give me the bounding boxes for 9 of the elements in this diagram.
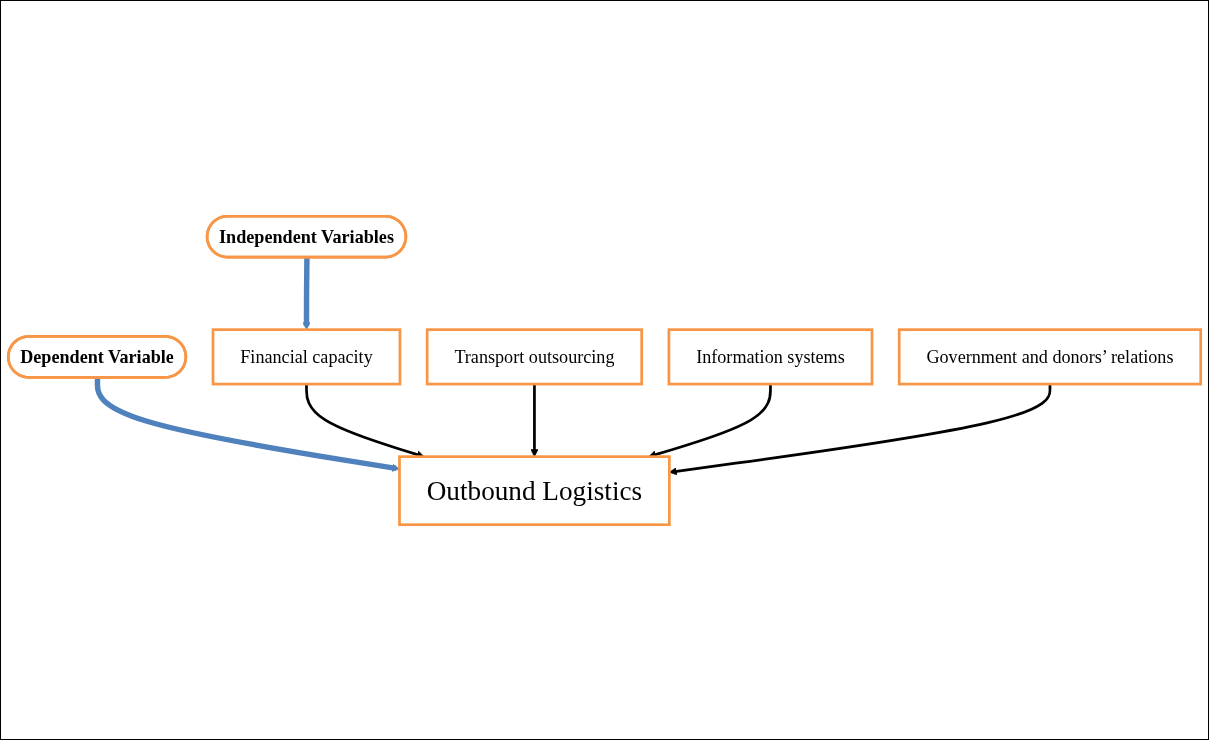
node-box: Financial capacity bbox=[211, 327, 402, 385]
arrow bbox=[302, 257, 311, 330]
arrow bbox=[669, 383, 1052, 475]
node-box: Information systems bbox=[667, 327, 874, 385]
arrow bbox=[94, 377, 400, 472]
node-box: Outbound Logistics bbox=[398, 454, 671, 526]
node-box: Government and donors’ relations bbox=[897, 327, 1203, 385]
arrow bbox=[530, 383, 539, 457]
node-box: Transport outsourcing bbox=[425, 327, 644, 385]
